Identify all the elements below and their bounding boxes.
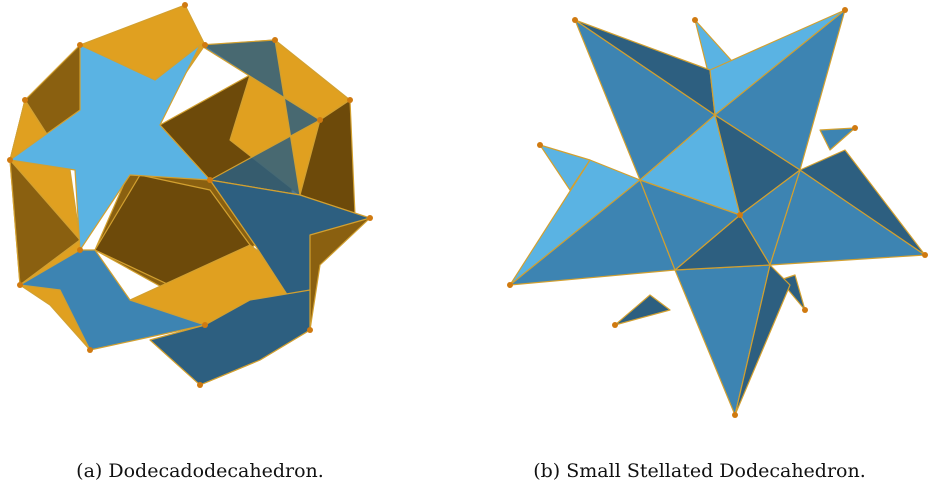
dodecadodecahedron-figure	[0, 0, 400, 400]
small-stellated-dodecahedron-figure	[500, 0, 929, 430]
star-face	[639, 179, 741, 271]
vertex-markers	[7, 2, 373, 388]
star-face	[819, 127, 856, 151]
small-stellated-dodecahedron-image	[507, 7, 928, 418]
star-face	[799, 149, 926, 256]
pentagram-face	[9, 44, 211, 251]
pentagram-face	[19, 249, 206, 351]
subfigure-caption-a: (a) Dodecadodecahedron.	[0, 460, 400, 482]
caption-text: Small Stellated Dodecahedron.	[566, 460, 866, 482]
star-face	[734, 264, 791, 416]
vertex-markers	[507, 7, 928, 418]
subfigure-tag: (b)	[533, 460, 561, 482]
subfigure-caption-b: (b) Small Stellated Dodecahedron.	[470, 460, 929, 482]
caption-text: Dodecadodecahedron.	[108, 460, 324, 482]
pentagram-face	[149, 289, 311, 386]
pentagram-face	[209, 179, 371, 331]
dodecadodecahedron-image	[7, 2, 373, 388]
subfigure-tag: (a)	[76, 460, 103, 482]
star-face	[614, 294, 671, 326]
